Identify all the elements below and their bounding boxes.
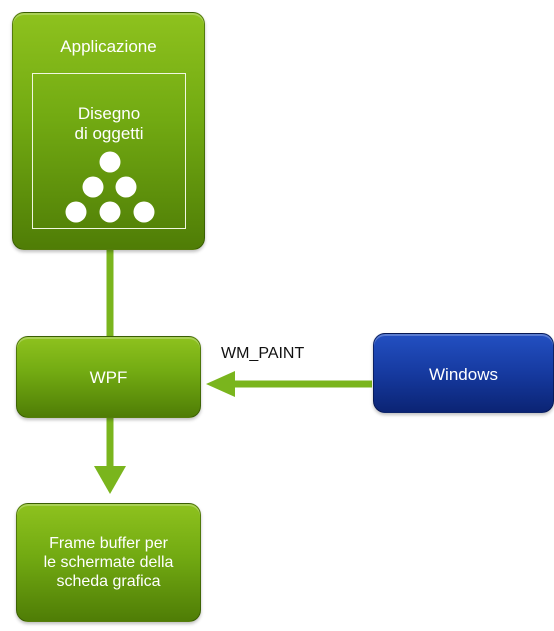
framebuffer-box: Frame buffer per le schermate della sche… [16, 503, 201, 622]
wpf-box: WPF [16, 336, 201, 418]
wpf-arrowhead [206, 371, 235, 397]
wm-paint-label: WM_PAINT [221, 345, 305, 362]
object-drawing-box: Disegno di oggetti [32, 73, 186, 229]
windows-label: Windows [429, 365, 498, 384]
object-drawing-label: Disegno di oggetti [74, 104, 144, 143]
framebuffer-label: Frame buffer per le schermate della sche… [43, 535, 174, 590]
windows-box: Windows [373, 333, 554, 413]
application-box: Applicazione Disegno di oggetti [12, 12, 205, 250]
wpf-label: WPF [89, 368, 128, 387]
stacked-circles-icon [65, 151, 155, 223]
framebuffer-arrowhead [94, 466, 126, 494]
application-title: Applicazione [60, 37, 157, 56]
